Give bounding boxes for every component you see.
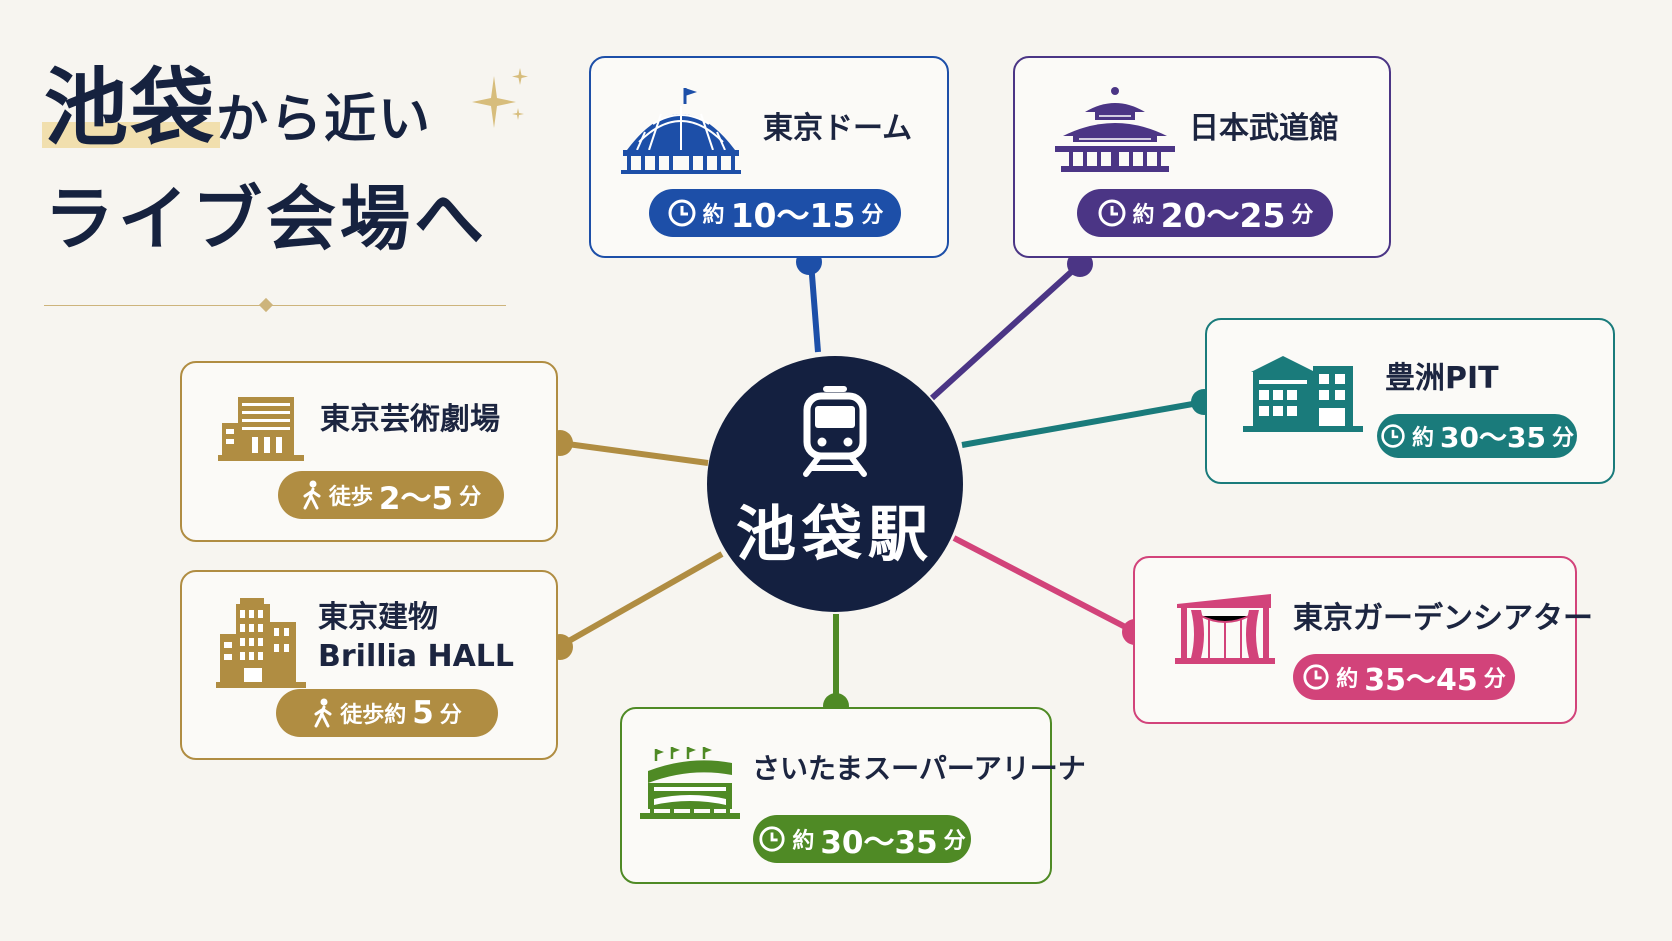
connector-brillia-hall <box>558 551 724 649</box>
connector-budokan <box>929 261 1083 401</box>
clock-icon <box>759 826 785 852</box>
arena-icon <box>640 747 740 819</box>
venue-name: 東京芸術劇場 <box>320 402 500 437</box>
title-divider <box>44 305 506 306</box>
clock-icon <box>1098 199 1126 227</box>
hub-station: 池袋駅 <box>707 356 963 612</box>
dome-icon <box>621 88 741 174</box>
clock-icon <box>668 199 696 227</box>
theater-building-icon <box>218 397 304 461</box>
connector-geijutsu-gekijo <box>559 440 709 466</box>
page-title: 池袋から近い ライブ会場へ <box>41 59 488 260</box>
connector-toyosu-pit <box>961 399 1205 448</box>
walking-icon <box>314 698 332 728</box>
office-building-icon <box>216 598 306 688</box>
connector-garden-theater <box>952 535 1137 635</box>
venue-name: 東京建物 Brillia HALL <box>318 598 514 676</box>
venue-name: さいたまスーパーアリーナ <box>752 752 1086 785</box>
venue-name-line1: 東京建物 <box>318 600 438 635</box>
walking-icon <box>303 480 321 510</box>
building-icon <box>1243 356 1363 432</box>
venue-name: 日本武道館 <box>1189 111 1339 146</box>
title-line2: ライブ会場へ <box>44 178 488 260</box>
venue-name: 東京ガーデンシアター <box>1293 601 1593 636</box>
connector-tokyo-dome <box>808 261 821 353</box>
clock-icon <box>1381 424 1405 448</box>
sparkle-icon <box>472 68 528 128</box>
venue-name: 豊洲PIT <box>1385 361 1499 396</box>
hub-name: 池袋駅 <box>736 499 934 570</box>
title-station: 池袋 <box>41 59 221 157</box>
venue-name-line2: Brillia HALL <box>318 639 515 674</box>
theater-stage-icon <box>1175 594 1275 664</box>
title-suffix: から近い <box>216 90 433 150</box>
train-icon <box>803 385 867 477</box>
pagoda-hall-icon <box>1055 87 1175 172</box>
clock-icon <box>1303 664 1329 690</box>
venue-name: 東京ドーム <box>763 111 913 146</box>
